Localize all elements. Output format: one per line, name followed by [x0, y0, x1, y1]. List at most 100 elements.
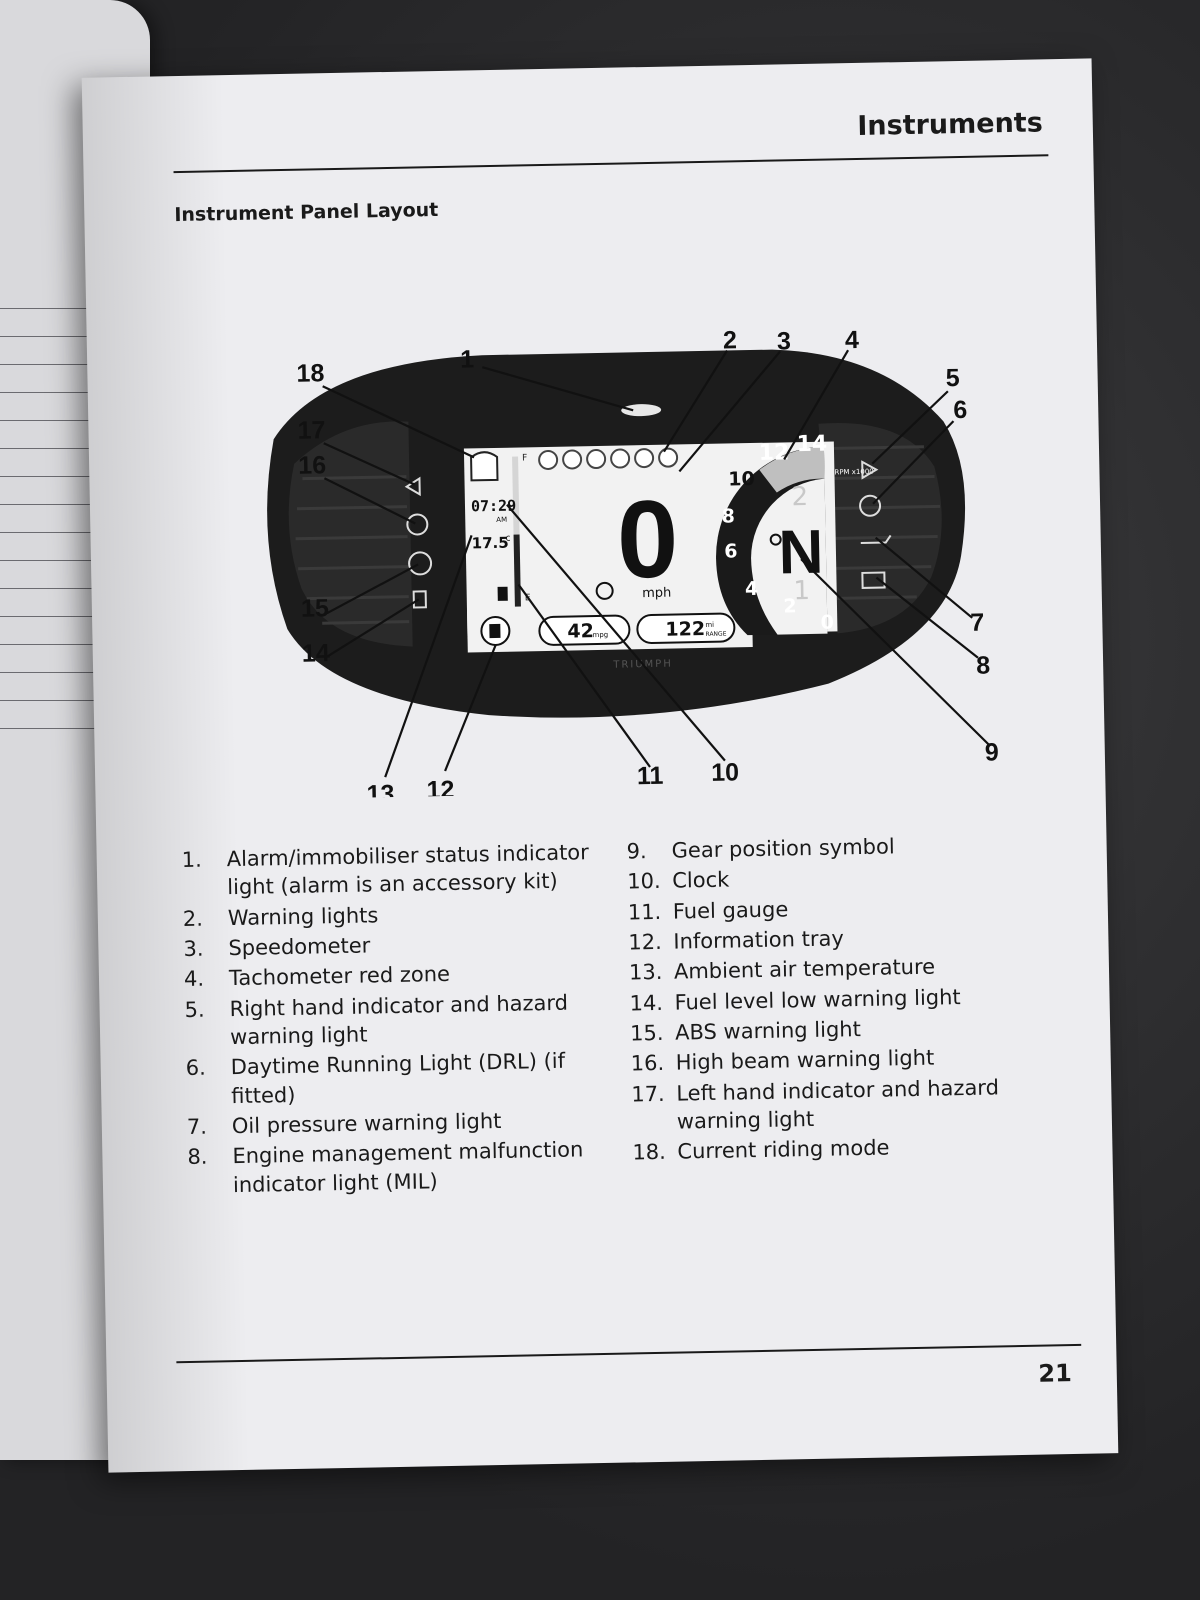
tacho-number: 0 — [820, 611, 834, 633]
toc-rule — [0, 308, 120, 309]
callout-number: 10 — [711, 758, 739, 787]
cruise-control-icon — [595, 581, 614, 600]
left-indicator-icon — [404, 476, 421, 497]
toc-rule — [0, 336, 120, 337]
callout-number: 6 — [953, 396, 967, 424]
legend-number: 1. — [181, 847, 203, 873]
instrument-panel-diagram: F E 07:29 AM 17.5 c 0 mph N 2 1 02468101… — [267, 326, 999, 801]
gear-ghost-below: 1 — [793, 576, 810, 606]
legend-item: 17. Left hand indicator and hazard warnin… — [631, 1072, 1062, 1137]
callout-number: 7 — [970, 609, 984, 637]
legend-text: Left hand indicator and hazard warning l… — [676, 1075, 1000, 1134]
legend-text: Engine management malfunction indicator … — [232, 1137, 584, 1197]
legend-number: 10. — [627, 869, 661, 894]
legend-text: Current riding mode — [677, 1135, 890, 1165]
legend-text: Alarm/immobiliser status indicator light… — [226, 840, 590, 900]
callout-number: 5 — [945, 364, 960, 392]
tacho-number: 2 — [783, 595, 797, 617]
speedometer-value: 0 — [616, 477, 680, 601]
abs-icon — [408, 551, 433, 576]
legend-text: Speedometer — [228, 933, 371, 961]
high-beam-icon — [406, 513, 429, 536]
legend-number: 16. — [630, 1051, 665, 1076]
toc-rule — [0, 560, 120, 561]
legend-number: 7. — [186, 1114, 208, 1140]
toc-rule — [0, 728, 120, 729]
toc-rule — [0, 700, 120, 701]
header-rule — [173, 154, 1049, 174]
callout-number: 16 — [298, 451, 326, 480]
clock-readout: 07:29 — [471, 497, 516, 516]
legend-item: 18.Current riding mode — [632, 1131, 1062, 1168]
legend-text: Tachometer red zone — [228, 962, 451, 991]
callout-number: 13 — [366, 780, 394, 801]
clock-ampm: AM — [496, 516, 507, 524]
callout-number: 1 — [460, 345, 475, 373]
manual-page: Instruments Instrument Panel Layout F E — [81, 58, 1119, 1473]
toc-rule — [0, 588, 120, 589]
toc-rule — [0, 504, 120, 505]
tachometer-face — [751, 478, 828, 635]
callout-number: 9 — [985, 738, 999, 766]
fuel-low-icon — [497, 586, 508, 601]
toc-rule — [0, 364, 120, 365]
legend-text: Fuel level low warning light — [674, 984, 961, 1015]
legend-number: 4. — [183, 967, 205, 992]
drl-icon — [859, 494, 882, 517]
toc-rule — [0, 392, 120, 393]
legend-text: Oil pressure warning light — [231, 1109, 502, 1139]
toc-rule — [0, 532, 120, 533]
gear-position-symbol: N — [778, 518, 824, 588]
tacho-unit: RPM x1000 — [834, 468, 873, 477]
legend-number: 17. — [631, 1081, 665, 1107]
legend-number: 12. — [628, 929, 663, 955]
legend-text: Information tray — [673, 926, 845, 954]
legend-text: Fuel gauge — [672, 897, 789, 924]
oil-pressure-icon — [860, 534, 892, 544]
legend-text: ABS warning light — [674, 1017, 862, 1045]
toc-rule — [0, 448, 120, 449]
legend-number: 3. — [183, 936, 204, 962]
toc-rule — [0, 616, 120, 617]
legend-text: Gear position symbol — [671, 834, 895, 863]
callout-number: 3 — [777, 327, 791, 355]
range-value: 122 — [665, 618, 705, 641]
temperature-unit: c — [506, 534, 511, 544]
callout-number: 8 — [976, 651, 991, 679]
legend-number: 13. — [628, 960, 663, 985]
toc-rule — [0, 420, 120, 421]
tacho-number: 14 — [796, 432, 827, 458]
legend-item: 5.Right hand indicator and hazard warnin… — [184, 988, 595, 1053]
tacho-number: 12 — [758, 440, 789, 466]
sun-icon — [769, 533, 782, 546]
legend-number: 14. — [629, 990, 664, 1016]
range-unit-top: mi — [705, 621, 714, 629]
legend-text: Warning lights — [227, 902, 379, 930]
callout-number: 11 — [637, 762, 664, 791]
legend-number: 6. — [185, 1056, 207, 1081]
legend-item: 1. Alarm/immobiliser status indicator lig… — [181, 838, 592, 903]
right-indicator-icon — [861, 460, 879, 480]
tacho-number: 10 — [728, 468, 755, 491]
panel-title: Instrument Panel Layout — [174, 199, 439, 227]
legend: 1. Alarm/immobiliser status indicator lig… — [181, 829, 1061, 1197]
engine-mil-icon — [861, 571, 886, 589]
legend-number: 15. — [629, 1020, 664, 1046]
page-number: 21 — [1038, 1359, 1073, 1388]
fuel-low-warning-icon — [412, 590, 427, 609]
gear-ghost-above: 2 — [791, 482, 808, 512]
legend-number: 11. — [627, 899, 662, 925]
legend-number: 9. — [626, 839, 647, 864]
legend-text: High beam warning light — [675, 1046, 935, 1076]
footer-rule — [176, 1343, 1082, 1364]
callout-number: 18 — [296, 359, 324, 388]
section-title: Instruments — [857, 107, 1044, 142]
riding-mode-icon — [470, 451, 499, 482]
callout-number: 14 — [302, 639, 330, 668]
legend-left-column: 1. Alarm/immobiliser status indicator lig… — [181, 838, 598, 1202]
legend-number: 5. — [184, 997, 205, 1022]
alarm-indicator-light — [621, 404, 662, 417]
toc-rule — [0, 644, 120, 645]
